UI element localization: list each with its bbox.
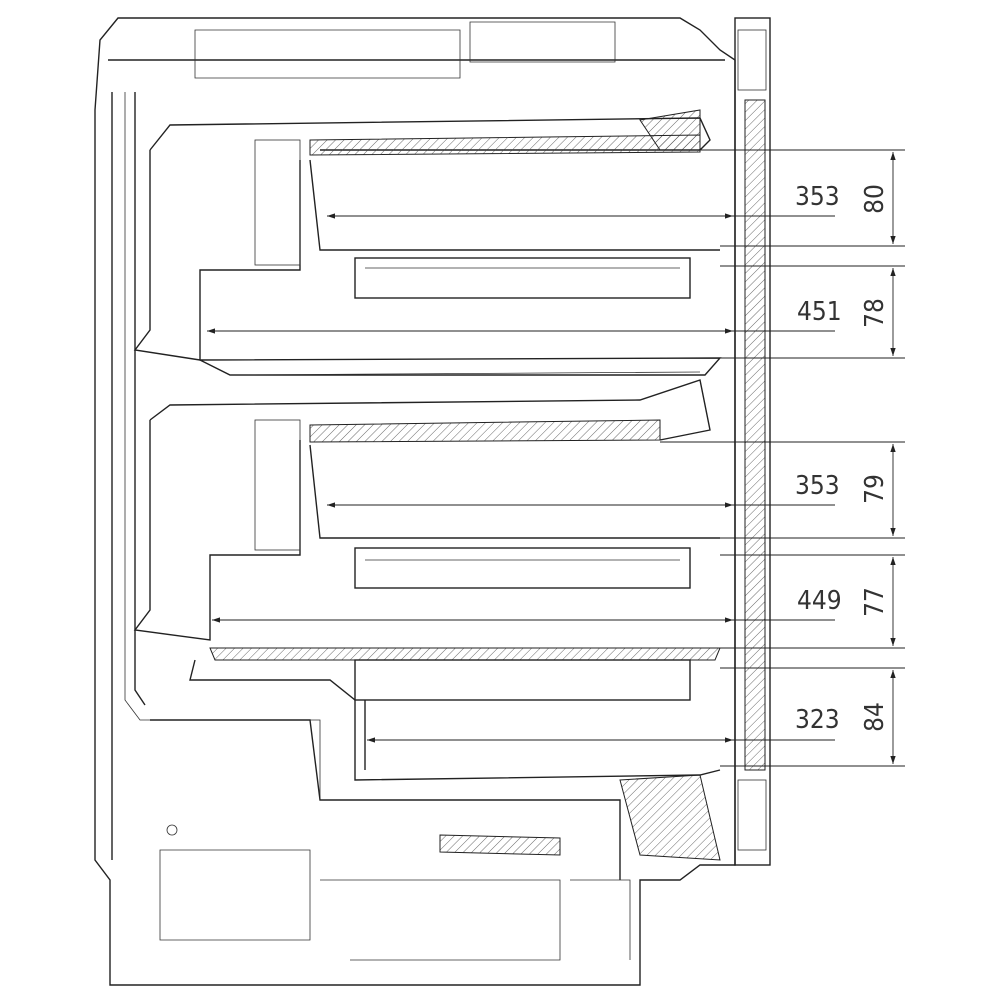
height-label-1: 80 <box>859 184 890 214</box>
door <box>734 17 771 866</box>
height-label-3: 79 <box>859 474 890 504</box>
depth-label-3: 353 <box>795 471 840 501</box>
upper-liner <box>133 117 722 376</box>
bottom-drawer <box>150 659 721 961</box>
depth-dimension-lines <box>207 213 835 743</box>
height-label-5: 84 <box>859 702 890 732</box>
height-label-4: 77 <box>859 587 890 617</box>
dimension-extension-lines <box>660 149 905 767</box>
depth-label-4: 449 <box>797 586 842 616</box>
middle-liner <box>133 379 721 661</box>
height-label-2: 78 <box>859 298 890 328</box>
depth-label-2: 451 <box>797 297 842 327</box>
depth-label-5: 323 <box>795 705 840 735</box>
cabinet-shell <box>94 17 736 986</box>
depth-label-1: 353 <box>795 182 840 212</box>
